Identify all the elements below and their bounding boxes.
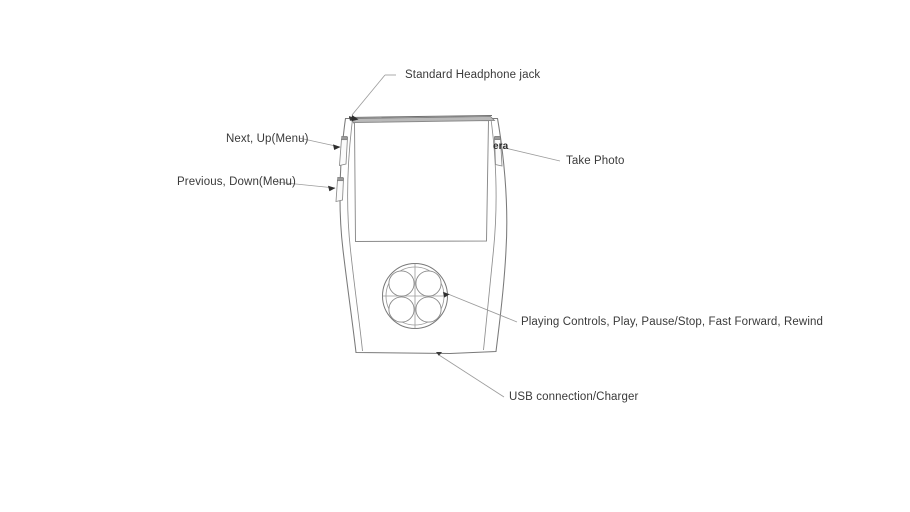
right-side-buttons[interactable] — [494, 136, 503, 167]
usb-port[interactable] — [436, 352, 442, 356]
annotation-arrowheads — [328, 115, 450, 298]
rewind-button[interactable] — [388, 270, 415, 297]
label-next-up-menu: Next, Up(Menu) — [226, 133, 309, 145]
headphone-jack-edge — [348, 115, 496, 124]
previous-down-button-cap[interactable] — [337, 177, 344, 182]
leader-next-line — [298, 137, 341, 148]
previous-down-button[interactable] — [335, 177, 344, 203]
arrowhead-controls — [443, 292, 450, 298]
annotation-leader-lines — [275, 74, 561, 398]
screen-rect[interactable] — [354, 120, 489, 242]
left-side-buttons[interactable] — [335, 136, 348, 203]
top-bar-strip — [350, 116, 496, 124]
camera-button-cap[interactable] — [494, 136, 501, 140]
arrowhead-previous — [328, 185, 336, 192]
label-standard-headphone-jack: Standard Headphone jack — [405, 69, 541, 81]
label-usb-connection-charger: USB connection/Charger — [509, 391, 639, 403]
fast-forward-button[interactable] — [415, 270, 442, 297]
left-bevel-line — [347, 119, 363, 352]
leader-headphone-line — [351, 74, 386, 116]
next-up-button-cap[interactable] — [341, 136, 348, 141]
playing-controls-wheel[interactable] — [382, 263, 448, 329]
pause-stop-button[interactable] — [415, 296, 442, 323]
play-button[interactable] — [388, 296, 415, 323]
leader-previous-line — [275, 181, 336, 189]
next-up-button[interactable] — [339, 136, 348, 167]
usb-port-marker[interactable] — [436, 352, 442, 356]
label-previous-down-menu: Previous, Down(Menu) — [177, 176, 296, 188]
label-take-photo: Take Photo — [566, 155, 625, 167]
top-edge-line — [348, 115, 493, 118]
right-bevel-line — [483, 119, 497, 351]
arrowhead-next — [333, 144, 341, 150]
display-screen[interactable] — [354, 120, 489, 242]
label-playing-controls: Playing Controls, Play, Pause/Stop, Fast… — [521, 316, 823, 328]
arrowhead-headphone — [351, 115, 359, 122]
leader-usb-line — [438, 354, 505, 398]
leader-controls-line — [442, 291, 518, 323]
leader-takephoto-line — [504, 147, 561, 162]
label-camera: era — [493, 141, 509, 152]
